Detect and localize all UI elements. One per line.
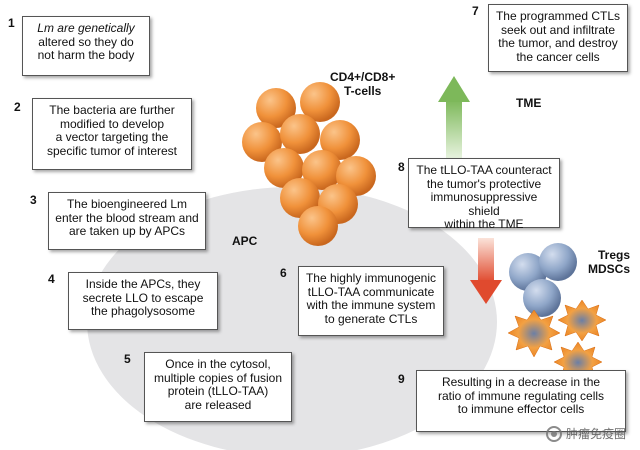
step-4-line-3: the phagolysosome: [90, 304, 196, 318]
step-4-line-1: Inside the APCs, they: [85, 277, 201, 291]
wechat-logo-icon: [545, 425, 562, 442]
step-number-1: 1: [8, 16, 15, 30]
step-1-line-2: altered so they do: [38, 34, 134, 49]
t-cells-label-line-1: CD4+/CD8+: [330, 70, 396, 84]
step-number-5: 5: [124, 352, 131, 366]
step-9-line-1: Resulting in a decrease in the: [441, 375, 601, 389]
step-6-line-1: The highly immunogenic: [305, 271, 437, 285]
step-6-line-4: to generate CTLs: [324, 311, 418, 326]
step-2-line-2: modified to develop: [59, 116, 165, 131]
step-number-7: 7: [472, 4, 479, 18]
step-2-line-3: a vector targeting the: [55, 130, 169, 144]
step-number-3: 3: [30, 193, 37, 207]
step-1-line-3: not harm the body: [37, 48, 135, 62]
step-8-line-2: the tumor's protective: [426, 176, 542, 191]
step-3-line-2: enter the blood stream and: [55, 210, 199, 225]
step-5-line-3: protein (tLLO-TAA): [167, 384, 269, 398]
step-2-box: The bacteria are further modified to dev…: [32, 98, 192, 170]
step-3-line-1: The bioengineered Lm: [66, 197, 188, 211]
tregs-mdscs-label: Tregs MDSCs: [588, 248, 630, 276]
step-6-line-3: with the immune system: [306, 298, 436, 312]
step-7-box: The programmed CTLs seek out and infiltr…: [488, 4, 628, 72]
step-9-line-2: ratio of immune regulating cells: [437, 388, 605, 403]
tregs-label-line-2: MDSCs: [588, 262, 631, 276]
step-3-line-3: are taken up by APCs: [68, 224, 186, 238]
tregs-label-line-1: Tregs: [598, 248, 631, 262]
step-9-box: Resulting in a decrease in the ratio of …: [416, 370, 626, 432]
step-1-box: Lm are genetically altered so they do no…: [22, 16, 150, 76]
t-cells-label-line-2: T-cells: [344, 84, 382, 98]
t-cells-label: CD4+/CD8+ T-cells: [330, 70, 395, 98]
green-up-arrow: [438, 76, 470, 160]
step-8-line-4: within the TME: [444, 217, 524, 231]
step-number-9: 9: [398, 372, 405, 386]
step-5-box: Once in the cytosol, multiple copies of …: [144, 352, 292, 422]
watermark: 肿瘤免疫圈: [545, 425, 626, 442]
step-8-line-1: The tLLO-TAA counteract: [416, 163, 552, 177]
step-number-4: 4: [48, 272, 55, 286]
step-8-line-3: immunosuppressive shield: [430, 190, 538, 218]
step-7-line-3: the tumor, and destroy: [498, 36, 618, 50]
step-4-line-2: secrete LLO to escape: [82, 290, 204, 305]
step-3-box: The bioengineered Lm enter the blood str…: [48, 192, 206, 250]
t-cell-cluster: [242, 82, 376, 246]
step-8-box: The tLLO-TAA counteract the tumor's prot…: [408, 158, 560, 231]
treg-cells: [509, 243, 577, 317]
step-7-line-4: the cancer cells: [516, 49, 600, 64]
step-2-line-4: specific tumor of interest: [46, 143, 178, 158]
red-down-arrow: [470, 238, 502, 304]
step-number-6: 6: [280, 266, 287, 280]
step-5-line-2: multiple copies of fusion: [153, 370, 283, 385]
step-number-2: 2: [14, 100, 21, 114]
apc-label: APC: [232, 234, 258, 248]
tme-label: TME: [516, 96, 542, 110]
step-1-line-1: Lm are genetically: [37, 21, 135, 35]
step-6-box: The highly immunogenic tLLO-TAA communic…: [298, 266, 444, 336]
step-4-box: Inside the APCs, they secrete LLO to esc…: [68, 272, 218, 330]
step-5-line-4: are released: [184, 397, 252, 412]
step-number-8: 8: [398, 160, 405, 174]
step-7-line-1: The programmed CTLs: [495, 9, 621, 23]
step-5-line-1: Once in the cytosol,: [165, 357, 271, 371]
watermark-text: 肿瘤免疫圈: [565, 427, 626, 441]
step-7-line-2: seek out and infiltrate: [500, 22, 616, 37]
step-6-line-2: tLLO-TAA communicate: [307, 284, 435, 299]
step-9-line-3: to immune effector cells: [457, 402, 585, 416]
step-2-line-1: The bacteria are further: [49, 103, 175, 117]
